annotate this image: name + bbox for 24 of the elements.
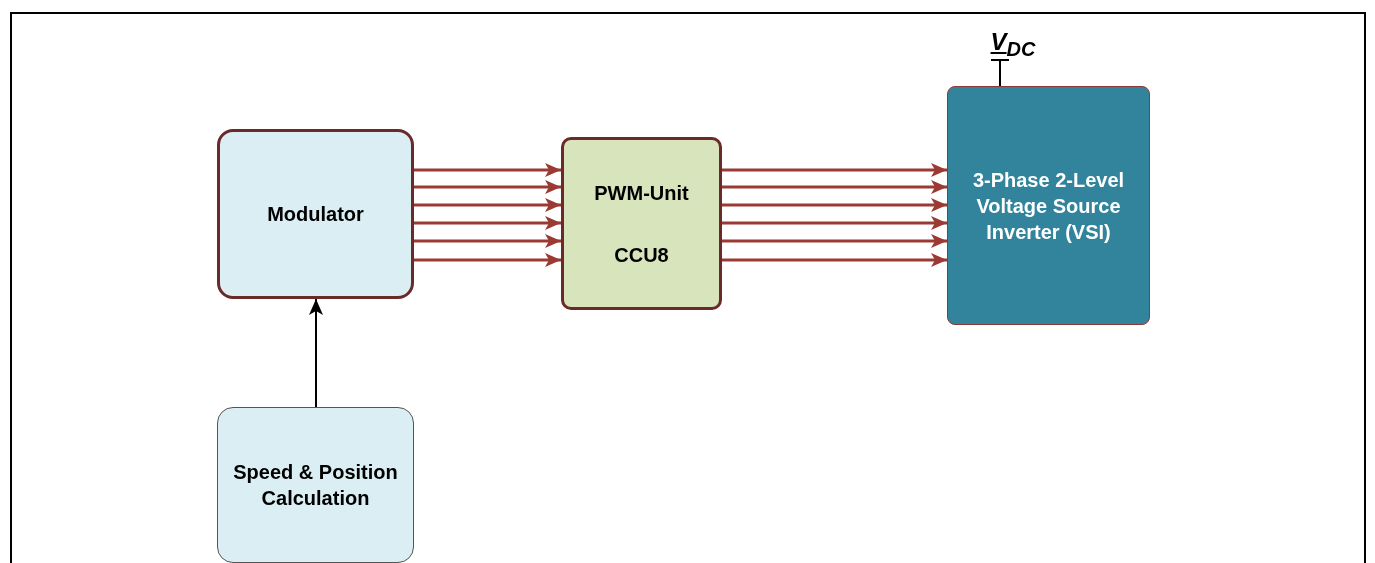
arrow xyxy=(722,180,947,194)
process-box xyxy=(561,137,722,310)
arrow xyxy=(414,253,561,267)
box-label: PWM-Unit xyxy=(594,180,689,206)
arrow xyxy=(722,198,947,212)
arrow xyxy=(722,216,947,230)
supply-label: V$_{DC}$ xyxy=(990,26,1036,62)
arrow xyxy=(722,234,947,248)
process-box xyxy=(217,129,414,299)
process-box xyxy=(947,86,1150,325)
box-label: Modulator xyxy=(267,202,364,227)
box-label: CCU8 xyxy=(614,242,669,268)
arrow xyxy=(414,180,561,194)
arrow xyxy=(414,198,561,212)
arrow xyxy=(309,298,323,408)
process-box xyxy=(217,407,414,563)
arrow xyxy=(722,253,947,267)
arrow xyxy=(414,234,561,248)
arrow xyxy=(414,216,561,230)
box-label: Speed & Position Calculation xyxy=(232,460,399,511)
arrow xyxy=(414,163,561,177)
arrow xyxy=(722,163,947,177)
supply-line xyxy=(990,59,1010,87)
box-label: 3-Phase 2-Level Voltage Source Inverter (VSI) xyxy=(971,167,1126,245)
